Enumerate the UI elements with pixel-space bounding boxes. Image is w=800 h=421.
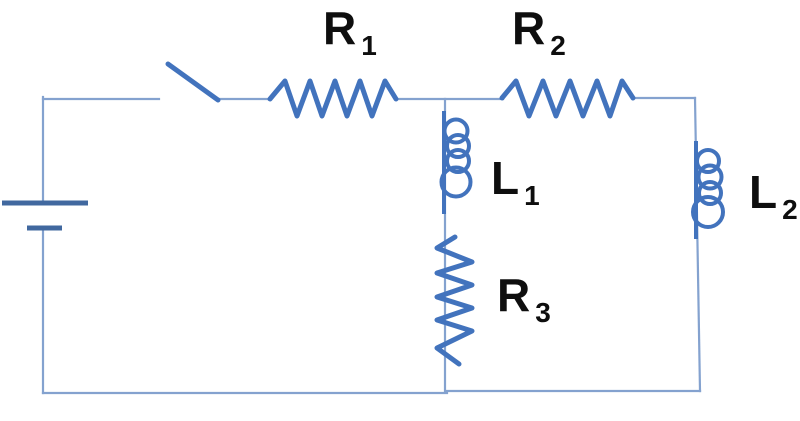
label-r1-main: R — [323, 2, 357, 54]
label-r2-main: R — [512, 2, 546, 54]
label-r3-main: R — [497, 269, 531, 321]
inductor-l2-loop — [691, 195, 725, 229]
inductor-l1 — [439, 111, 473, 214]
resistor-r2-zigzag — [499, 78, 636, 119]
inductor-l2-loop — [697, 180, 723, 206]
label-r3-sub: 3 — [535, 297, 551, 328]
switch — [165, 61, 221, 103]
inductor-l1-loop — [442, 117, 470, 145]
label-l1-sub: 1 — [524, 180, 540, 211]
label-l2-main: L — [749, 166, 778, 218]
label-l1-main: L — [491, 152, 520, 204]
inductor-l1-loop — [445, 148, 471, 174]
label-r2-sub: 2 — [550, 30, 566, 61]
resistor-r3-zigzag — [434, 234, 475, 367]
label-l2-sub: 2 — [782, 194, 798, 225]
label-r1-sub: 1 — [361, 30, 377, 61]
wires — [41, 95, 702, 395]
resistor-r3 — [434, 234, 475, 367]
resistor-r1-zigzag — [267, 78, 399, 119]
resistor-r2 — [499, 78, 636, 119]
switch-blade — [165, 61, 221, 103]
inductor-l2-loop — [695, 148, 721, 174]
inductor-l2-loop — [696, 163, 724, 191]
inductor-l1-loop — [445, 133, 471, 159]
inductor-l2 — [691, 141, 725, 239]
resistor-r1 — [267, 78, 399, 119]
battery — [2, 200, 88, 231]
inductor-l1-loop — [439, 165, 473, 199]
